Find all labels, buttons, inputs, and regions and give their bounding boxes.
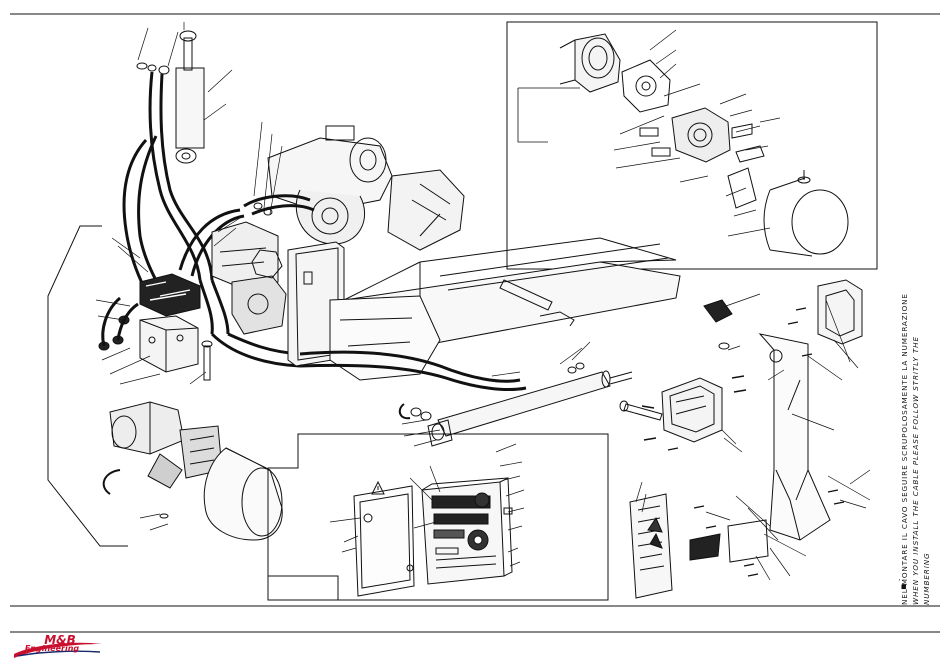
electrical-box-detail-inset — [268, 434, 608, 600]
power-unit-callout-bracket — [48, 226, 128, 546]
pedal-assembly — [620, 280, 870, 598]
small-hydraulic-cylinder — [400, 342, 632, 446]
cable-installation-note: NEL MONTARE IL CAVO SEGUIRE SCRUPOLOSAME… — [899, 285, 933, 605]
note-english: WHEN YOU INSTALL THE CABLE PLEASE FOLLOW… — [910, 285, 932, 605]
hydraulic-power-unit — [104, 402, 283, 540]
margin-mark: ▪ ˙ — [899, 578, 909, 590]
main-machine-body — [212, 122, 680, 390]
pump-motor-detail-inset — [507, 22, 877, 269]
note-italian: NEL MONTARE IL CAVO SEGUIRE SCRUPOLOSAME… — [899, 285, 910, 605]
logo-sub-text: Engineering — [6, 644, 98, 653]
